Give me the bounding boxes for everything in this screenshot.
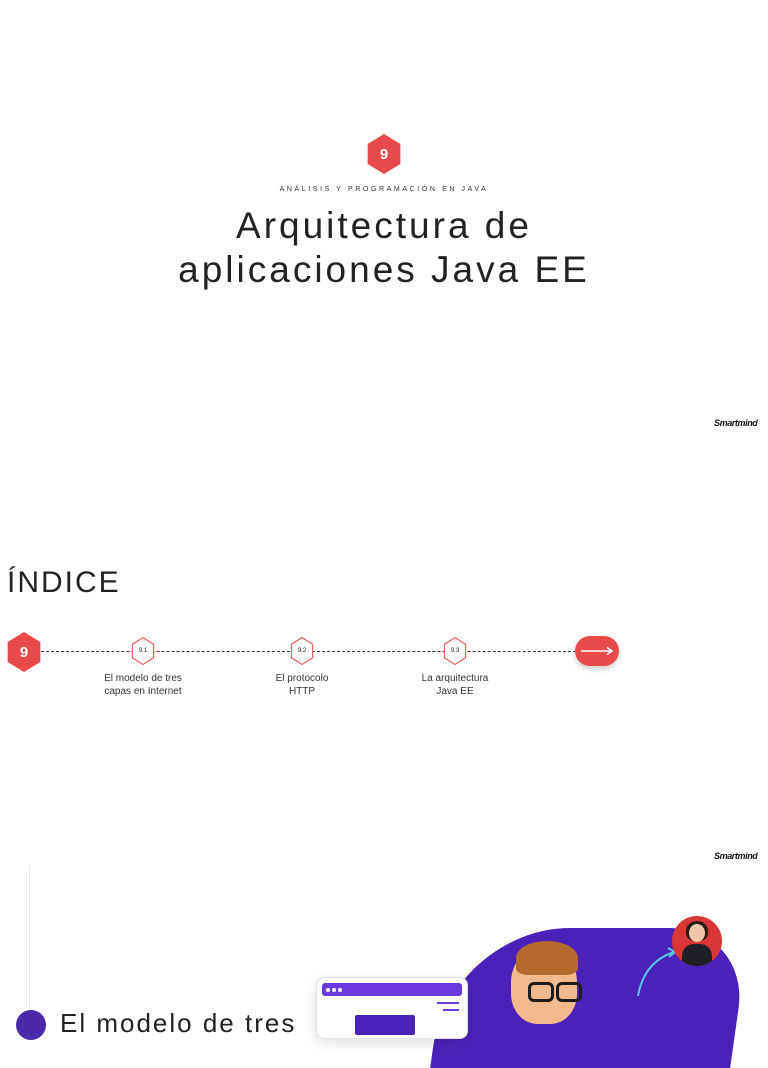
glasses-icon	[528, 982, 554, 1002]
browser-content-line	[437, 1002, 459, 1004]
browser-title-bar	[322, 983, 462, 996]
chapter-number: 9	[379, 145, 389, 163]
browser-content-line	[443, 1009, 459, 1011]
timeline-label-line: Java EE	[436, 686, 474, 697]
chapter-title-line1: Arquitectura de	[236, 205, 532, 246]
avatar-face	[689, 924, 705, 942]
timeline-node-9-2[interactable]: 9.2	[290, 637, 314, 665]
brand-logo: Smartmind	[714, 851, 758, 861]
browser-dot-icon	[326, 987, 330, 992]
woman-avatar-icon	[672, 916, 722, 966]
course-subtitle: ANÁLISIS Y PROGRAMACIÓN EN JAVA	[279, 186, 489, 193]
timeline-label-line: HTTP	[288, 686, 316, 697]
chapter-title-line2: aplicaciones Java EE	[178, 249, 590, 290]
index-title: ÍNDICE	[7, 566, 121, 599]
timeline-node-number: 9.3	[444, 638, 466, 664]
timeline-node-number: 9.2	[291, 638, 313, 664]
timeline-node-9-1[interactable]: 9.1	[131, 637, 155, 665]
index-chapter-badge: 9	[7, 632, 41, 672]
timeline-label-9-1[interactable]: El modelo de tres capas en Internet	[88, 672, 198, 698]
timeline-label-line: El protocolo	[275, 673, 329, 684]
brand-logo: Smartmind	[714, 418, 758, 428]
timeline-label-line: La arquitectura	[421, 673, 489, 684]
timeline-label-line: capas en Internet	[104, 686, 182, 697]
timeline-label-9-2[interactable]: El protocolo HTTP	[247, 672, 357, 698]
chapter-title: Arquitectura de aplicaciones Java EE	[0, 204, 768, 292]
browser-content-block	[355, 1015, 415, 1035]
index-chapter-number: 9	[19, 643, 29, 661]
browser-window-illustration	[316, 977, 468, 1039]
browser-dot-icon	[332, 987, 336, 992]
avatar-body	[682, 944, 712, 966]
section-vertical-line	[29, 866, 30, 1016]
browser-dot-icon	[338, 987, 342, 992]
timeline-node-number: 9.1	[132, 638, 154, 664]
timeline-node-9-3[interactable]: 9.3	[443, 637, 467, 665]
next-arrow-button[interactable]	[575, 636, 619, 666]
section-bullet	[16, 1010, 46, 1040]
man-illustration-hair	[516, 941, 578, 975]
timeline-label-9-3[interactable]: La arquitectura Java EE	[400, 672, 510, 698]
glasses-icon	[556, 982, 582, 1002]
chapter-badge: 9	[367, 134, 401, 174]
timeline-label-line: El modelo de tres	[104, 673, 182, 684]
arrow-right-icon	[581, 646, 614, 656]
